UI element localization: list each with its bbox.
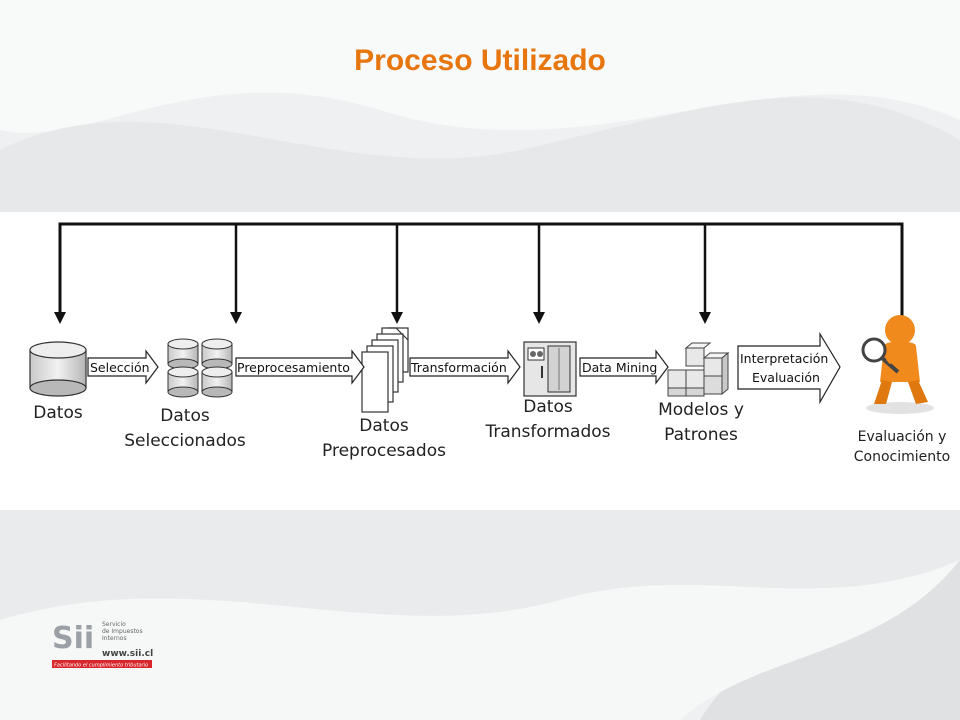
logo-line1: Servicio bbox=[102, 621, 126, 628]
datos-preprocesados-icon bbox=[361, 327, 409, 413]
logo-mark: Sii bbox=[52, 621, 94, 656]
step-arrow-data-mining: Data Mining bbox=[579, 349, 669, 385]
sii-logo: Sii Servicio de Impuestos Internos www.s… bbox=[52, 621, 153, 669]
step-arrow-preprocesamiento: Preprocesamiento bbox=[235, 349, 365, 385]
slide-title: Proceso Utilizado bbox=[354, 44, 606, 77]
stage-label-preprocesados-2: Preprocesados bbox=[322, 441, 446, 461]
kdd-process-diagram: Selección Preprocesamiento Transformació… bbox=[29, 222, 950, 465]
feedback-arrow-datos bbox=[54, 312, 66, 324]
step-label-evaluacion: Evaluación bbox=[752, 370, 820, 385]
step-arrow-interpretacion: Interpretación Evaluación bbox=[737, 331, 841, 405]
step-arrow-transformacion: Transformación bbox=[409, 349, 521, 385]
logo-line2: de Impuestos bbox=[102, 628, 143, 635]
step-label-seleccion: Selección bbox=[90, 360, 150, 375]
feedback-loop bbox=[58, 222, 904, 324]
feedback-arrow-modelos bbox=[699, 312, 711, 324]
stage-label-preprocesados-1: Datos bbox=[359, 416, 409, 436]
orange-figure-magnifier-icon bbox=[861, 315, 934, 414]
step-arrow-seleccion: Selección bbox=[87, 349, 159, 385]
logo-url: www.sii.cl bbox=[102, 649, 153, 659]
logo-tagline: Facilitando el cumplimiento tributario bbox=[54, 663, 148, 669]
stage-label-datos: Datos bbox=[33, 403, 83, 423]
modelos-patrones-icon bbox=[667, 342, 730, 397]
datos-transformados-icon bbox=[523, 341, 577, 397]
datos-seleccionados-icon bbox=[167, 338, 233, 398]
stage-label-transformados-1: Datos bbox=[523, 397, 573, 417]
feedback-arrow-transformados bbox=[533, 312, 545, 324]
stage-label-evaluacion-2: Conocimiento bbox=[854, 449, 950, 465]
stage-label-transformados-2: Transformados bbox=[484, 422, 610, 442]
stage-label-modelos-1: Modelos y bbox=[658, 400, 744, 420]
step-label-data-mining: Data Mining bbox=[582, 360, 657, 375]
step-label-interpretacion: Interpretación bbox=[740, 351, 828, 366]
datos-database-icon bbox=[29, 341, 87, 397]
step-label-preprocesamiento: Preprocesamiento bbox=[237, 360, 350, 375]
feedback-arrow-seleccionados bbox=[230, 312, 242, 324]
stage-label-evaluacion-1: Evaluación y bbox=[858, 429, 947, 445]
feedback-arrow-preprocesados bbox=[391, 312, 403, 324]
stage-label-seleccionados-2: Seleccionados bbox=[124, 431, 246, 451]
step-label-transformacion: Transformación bbox=[410, 360, 507, 375]
feedback-arrows bbox=[54, 224, 711, 324]
logo-line3: Internos bbox=[102, 635, 127, 642]
stage-label-seleccionados-1: Datos bbox=[160, 406, 210, 426]
stage-label-modelos-2: Patrones bbox=[664, 425, 738, 445]
